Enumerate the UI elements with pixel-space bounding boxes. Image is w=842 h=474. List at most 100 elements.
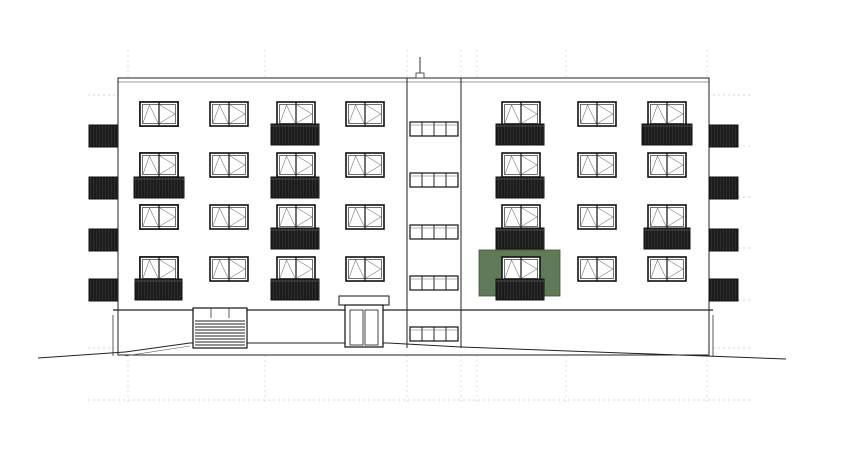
entrance-door-leaf-right: [364, 309, 379, 346]
window: [345, 204, 385, 230]
window-opening-mark: [650, 259, 667, 279]
side-balcony-right: [708, 228, 739, 252]
balcony-railing: [270, 123, 320, 146]
window-opening-mark: [521, 155, 538, 175]
facade-outline: [117, 77, 710, 311]
side-balcony-right: [708, 124, 739, 148]
window-opening-mark: [650, 207, 667, 227]
window-opening-mark: [142, 104, 159, 124]
window-opening-mark: [279, 207, 296, 227]
window-opening-mark: [667, 207, 684, 227]
window-opening-mark: [504, 104, 521, 124]
window-opening-mark: [365, 155, 382, 175]
window-opening-mark: [580, 259, 597, 279]
window-opening-mark: [348, 104, 365, 124]
window: [577, 152, 617, 178]
stairwell-window: [409, 121, 459, 137]
window-opening-mark: [296, 259, 313, 279]
window: [647, 256, 687, 282]
window-opening-mark: [212, 104, 229, 124]
window-opening-mark: [229, 104, 246, 124]
window-opening-mark: [212, 207, 229, 227]
window: [276, 152, 316, 178]
window-opening-mark: [521, 207, 538, 227]
window: [501, 204, 541, 230]
window-opening-mark: [142, 207, 159, 227]
window-opening-mark: [159, 155, 176, 175]
window-opening-mark: [365, 104, 382, 124]
window-opening-mark: [597, 207, 614, 227]
window: [345, 152, 385, 178]
window-opening-mark: [142, 155, 159, 175]
balcony-railing: [495, 176, 545, 199]
stairwell-window: [409, 275, 459, 291]
roof-vent-cap: [415, 72, 425, 79]
window: [501, 256, 541, 282]
balcony-railing: [133, 176, 185, 199]
window-opening-mark: [279, 104, 296, 124]
window-opening-mark: [348, 155, 365, 175]
window-opening-mark: [212, 155, 229, 175]
window-opening-mark: [667, 104, 684, 124]
window: [345, 256, 385, 282]
window: [276, 256, 316, 282]
window: [276, 204, 316, 230]
window: [345, 101, 385, 127]
window-opening-mark: [365, 207, 382, 227]
ground-line: [37, 342, 787, 360]
window-opening-mark: [296, 207, 313, 227]
balcony-railing: [495, 227, 545, 250]
building-body: [37, 57, 787, 360]
window-opening-mark: [279, 155, 296, 175]
window-opening-mark: [348, 259, 365, 279]
window: [647, 152, 687, 178]
side-balcony-left: [88, 278, 119, 302]
window: [577, 101, 617, 127]
basement-opening: [192, 307, 248, 349]
window: [209, 204, 249, 230]
window-opening-mark: [229, 259, 246, 279]
window: [209, 101, 249, 127]
side-balcony-right: [708, 278, 739, 302]
window: [501, 101, 541, 127]
window-opening-mark: [580, 104, 597, 124]
window: [139, 152, 179, 178]
window-opening-mark: [296, 155, 313, 175]
window-opening-mark: [580, 207, 597, 227]
window-opening-mark: [212, 259, 229, 279]
window-opening-mark: [597, 259, 614, 279]
side-balcony-left: [88, 228, 119, 252]
side-balcony-left: [88, 176, 119, 200]
balcony-railing: [643, 227, 691, 250]
window-opening-mark: [296, 104, 313, 124]
window: [209, 256, 249, 282]
window: [139, 101, 179, 127]
window-opening-mark: [229, 155, 246, 175]
balcony-railing: [270, 176, 320, 199]
stairwell-window: [409, 224, 459, 240]
balcony-railing: [495, 278, 545, 301]
balcony-railing: [495, 123, 545, 146]
window-opening-mark: [159, 207, 176, 227]
stairwell-window: [409, 326, 459, 342]
window: [647, 101, 687, 127]
window-opening-mark: [159, 259, 176, 279]
window-opening-mark: [667, 259, 684, 279]
stairwell-window: [409, 172, 459, 188]
window-opening-mark: [580, 155, 597, 175]
window-opening-mark: [365, 259, 382, 279]
window: [139, 204, 179, 230]
side-balcony-left: [88, 124, 119, 148]
window-opening-mark: [159, 104, 176, 124]
side-balcony-right: [708, 176, 739, 200]
balcony-railing: [270, 278, 320, 301]
balcony-railing: [270, 227, 320, 250]
window-opening-mark: [348, 207, 365, 227]
window: [647, 204, 687, 230]
window-opening-mark: [597, 104, 614, 124]
window-opening-mark: [667, 155, 684, 175]
window-opening-mark: [229, 207, 246, 227]
entrance-door-leaf-left: [349, 309, 364, 346]
